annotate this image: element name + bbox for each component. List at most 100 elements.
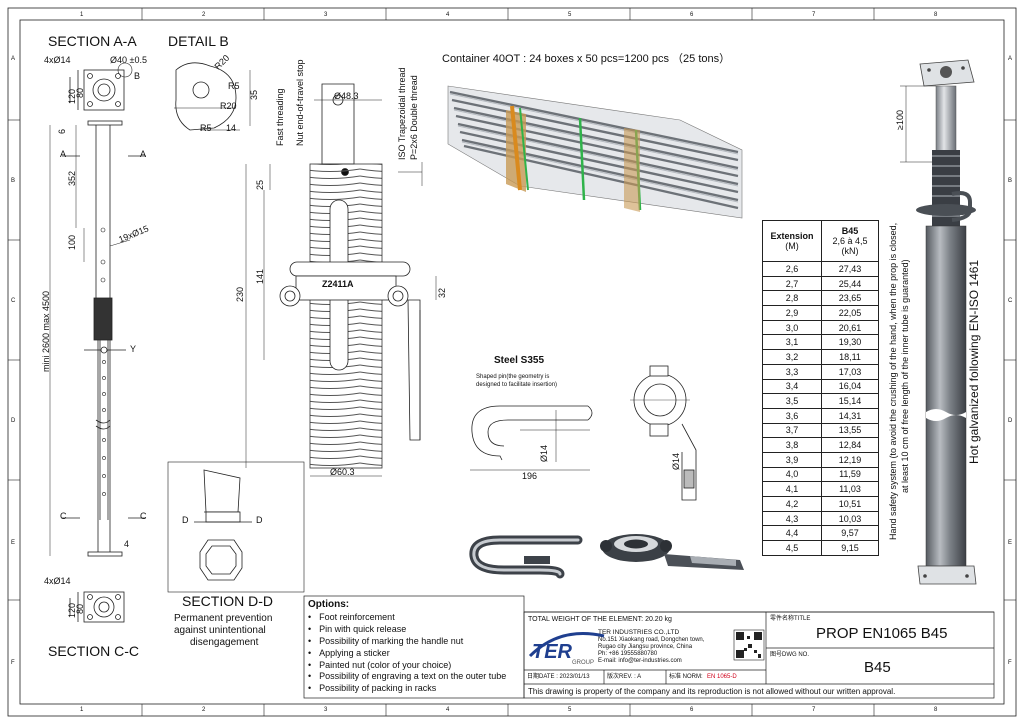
grid-letter: B <box>1008 178 1013 184</box>
nut-stop-label: Nut end-of-travel stop <box>295 59 305 146</box>
cut-label: C <box>140 511 147 521</box>
list-item: Possibility of packing in racks <box>306 683 506 695</box>
load-cell: 25,44 <box>821 275 879 292</box>
dim-label: 141 <box>255 268 265 284</box>
load-cell: 27,43 <box>821 261 879 277</box>
table-header-extension: Extension (M) <box>762 220 822 262</box>
title-block-lines <box>303 595 995 699</box>
grid-letter: B <box>11 178 16 184</box>
dim-label: 196 <box>522 471 538 481</box>
section-dd-desc: Permanent prevention <box>174 613 273 624</box>
section-cc-plate <box>69 591 125 623</box>
dim-label: 6 <box>57 128 67 134</box>
extension-cell: 4,4 <box>762 525 822 542</box>
grid-letter: F <box>11 660 15 666</box>
load-cell: 15,14 <box>821 393 879 409</box>
grid-letter: D <box>11 418 16 424</box>
grid-ticks <box>8 8 1016 716</box>
holes-label: 4xØ14 <box>44 55 71 65</box>
list-item: Possibility of engraving a text on the o… <box>306 671 506 683</box>
grid-number: 3 <box>324 707 328 713</box>
section-dd-desc: disengagement <box>190 637 259 648</box>
outer-dia-label: Ø40 ±0.5 <box>110 55 147 65</box>
outer-frame <box>7 7 1017 717</box>
grid-number: 5 <box>568 707 572 713</box>
radius-label: R20 <box>220 101 237 111</box>
disclaimer: This drawing is property of the company … <box>528 687 896 696</box>
grid-number: 8 <box>934 707 938 713</box>
extension-cell: 4,1 <box>762 481 822 497</box>
dwg-caption: 图号DWG NO. <box>770 652 809 658</box>
section-aa-holes <box>100 227 106 496</box>
load-cell: 9,57 <box>821 525 879 542</box>
company-address: Rugao city Jiangsu province, China <box>598 644 693 650</box>
extension-cell: 3,8 <box>762 437 822 453</box>
load-cell: 22,05 <box>821 305 879 321</box>
extension-cell: 3,6 <box>762 407 822 424</box>
load-cell: 12,19 <box>821 451 879 468</box>
section-aa-prop <box>49 120 146 557</box>
grid-letter: E <box>1008 540 1013 546</box>
shaped-pin-drawing <box>470 405 593 471</box>
load-cell: 12,84 <box>821 437 879 453</box>
detail-b-drawing <box>174 62 251 131</box>
detail-ref-label: B <box>134 71 141 81</box>
dim-label: 25 <box>255 179 265 190</box>
safety-note: Hand safety system (to avoid the crushin… <box>888 222 898 540</box>
safety-note: at least 10 cm of free length of the inn… <box>900 259 910 493</box>
mark-label: Y <box>130 344 137 354</box>
grid-letter: E <box>11 540 16 546</box>
extension-cell: 2,9 <box>762 305 822 321</box>
extension-cell: 4,2 <box>762 496 822 512</box>
dim-label: 80 <box>75 603 85 614</box>
extension-cell: 2,6 <box>762 261 822 277</box>
section-aa-plate <box>69 62 133 111</box>
locking-nut-drawing <box>630 365 697 501</box>
grid-letter: C <box>1008 298 1013 304</box>
section-dd-title: SECTION D-D <box>182 593 273 609</box>
grid-number: 7 <box>812 707 816 713</box>
load-cell: 13,55 <box>821 422 879 439</box>
grid-number: 6 <box>690 707 694 713</box>
thread-pitch-label: P=2x6 Double thread <box>409 75 419 160</box>
dim-label: Ø60.3 <box>330 467 355 477</box>
list-item: Painted nut (color of your choice) <box>306 660 506 672</box>
cut-label: D <box>256 515 263 525</box>
prop-bundle-illustration <box>447 85 743 219</box>
steel-title: Steel S355 <box>494 355 545 366</box>
grid-number: 6 <box>690 12 694 18</box>
dim-label: Ø14 <box>671 452 681 470</box>
load-cell: 17,03 <box>821 363 879 380</box>
dim-label: 352 <box>67 170 77 186</box>
extension-cell: 3,3 <box>762 363 822 380</box>
detail-b-title: DETAIL B <box>168 33 229 49</box>
dim-label: 35 <box>249 89 259 100</box>
load-cell: 18,11 <box>821 349 879 365</box>
grid-letter: A <box>11 56 16 62</box>
nut-code-label: Z2411A <box>322 279 354 289</box>
load-cell: 19,30 <box>821 334 879 351</box>
iso-thread-label: ISO Trapezoidal thread <box>397 67 407 160</box>
grid-number: 8 <box>934 12 938 18</box>
load-cell: 10,03 <box>821 510 879 527</box>
dim-label: 100 <box>67 234 77 250</box>
nut-3d-render <box>600 534 744 570</box>
extension-cell: 3,7 <box>762 422 822 439</box>
load-cell: 9,15 <box>821 540 879 556</box>
drawing-title: PROP EN1065 B45 <box>816 625 948 642</box>
company-phone: Ph: +86 19555880780 <box>598 651 658 657</box>
grid-number: 4 <box>446 707 450 713</box>
grid-number: 2 <box>202 12 206 18</box>
dim-label: 14 <box>226 123 237 133</box>
cut-label: C <box>60 511 67 521</box>
